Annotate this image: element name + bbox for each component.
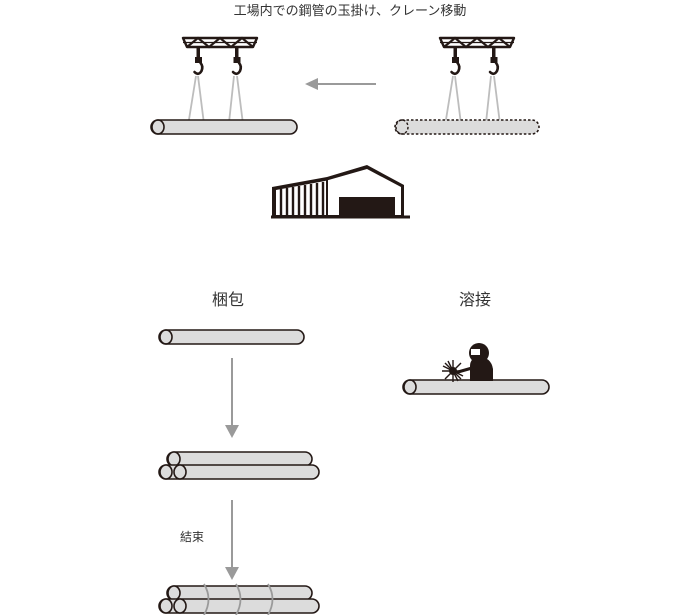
packing-label: 梱包 [212, 290, 245, 309]
welder-icon [442, 343, 493, 382]
ghost-pipe [394, 119, 540, 135]
single-pipe [158, 329, 305, 345]
bound-bundle [158, 583, 320, 615]
stacked-pipes [158, 451, 320, 480]
crane-left-icon [181, 36, 259, 76]
lifted-pipe [150, 119, 298, 135]
welding-label: 溶接 [459, 290, 492, 309]
binding-bands [203, 583, 274, 615]
welding-pipe [402, 379, 550, 395]
factory-icon [271, 165, 410, 219]
down-arrow-2 [225, 500, 239, 580]
move-arrow [305, 78, 376, 90]
spark-icon [442, 360, 464, 382]
down-arrow-1 [225, 358, 239, 438]
crane-right-icon [438, 36, 516, 76]
diagram-title: 工場内での鋼管の玉掛け、クレーン移動 [233, 4, 467, 19]
binding-label: 結束 [180, 530, 205, 544]
